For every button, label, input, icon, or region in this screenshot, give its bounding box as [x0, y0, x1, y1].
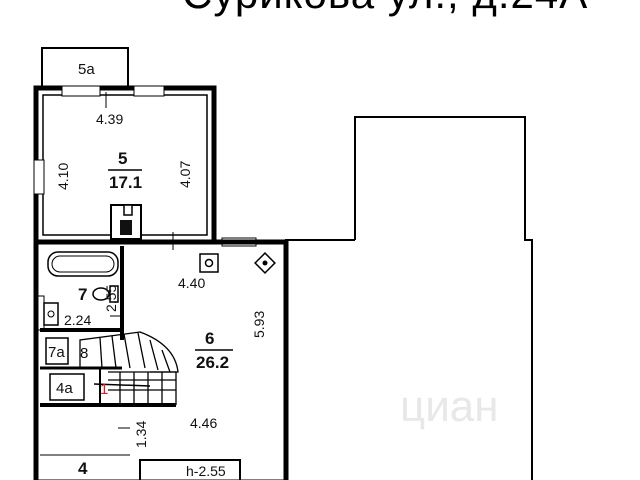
bathtub-icon: [47, 251, 119, 277]
room-6-width-bottom: 4.46: [190, 415, 217, 431]
room-5-width: 4.39: [96, 111, 123, 127]
room-4a-label: 4a: [56, 380, 73, 397]
gas-valve-icon: [254, 252, 276, 274]
room-5-area: 17.1: [109, 173, 142, 192]
room-7-height: 2.55: [103, 285, 119, 312]
address-title: Сурикова ул., д.24А: [182, 0, 588, 18]
boiler-icon: [199, 253, 219, 273]
stair-number: 1: [100, 381, 108, 398]
room-7-label: 7: [78, 285, 87, 304]
sink-icon: [43, 302, 59, 326]
room-5-label: 5: [118, 149, 127, 168]
room-6-label: 6: [205, 329, 214, 348]
stove-icon: [110, 204, 142, 240]
ceiling-height-note: h-2.55: [186, 463, 226, 479]
room-7-width: 2.24: [64, 312, 91, 328]
windows: [33, 85, 257, 331]
lower-walls: [33, 239, 289, 480]
adjacent-area-outline: [354, 116, 533, 480]
watermark: циан: [400, 382, 499, 431]
staircase-icon: [79, 331, 179, 405]
room-6-width-top: 4.40: [178, 275, 205, 291]
toilet-icon: [92, 285, 119, 303]
room-5-height-left: 4.10: [55, 163, 71, 190]
room-6-height: 5.93: [251, 311, 267, 338]
dimension-lines: [105, 92, 174, 429]
room-8-label: 8: [80, 345, 88, 362]
room-5a-label: 5a: [78, 61, 95, 78]
stair-arrow: [93, 383, 151, 387]
passage-width: 1.34: [133, 421, 149, 448]
room-5-height-right: 4.07: [177, 161, 193, 188]
room-7a-label: 7a: [48, 344, 65, 361]
room-4-label: 4: [78, 459, 88, 478]
room-6-area: 26.2: [196, 353, 229, 372]
